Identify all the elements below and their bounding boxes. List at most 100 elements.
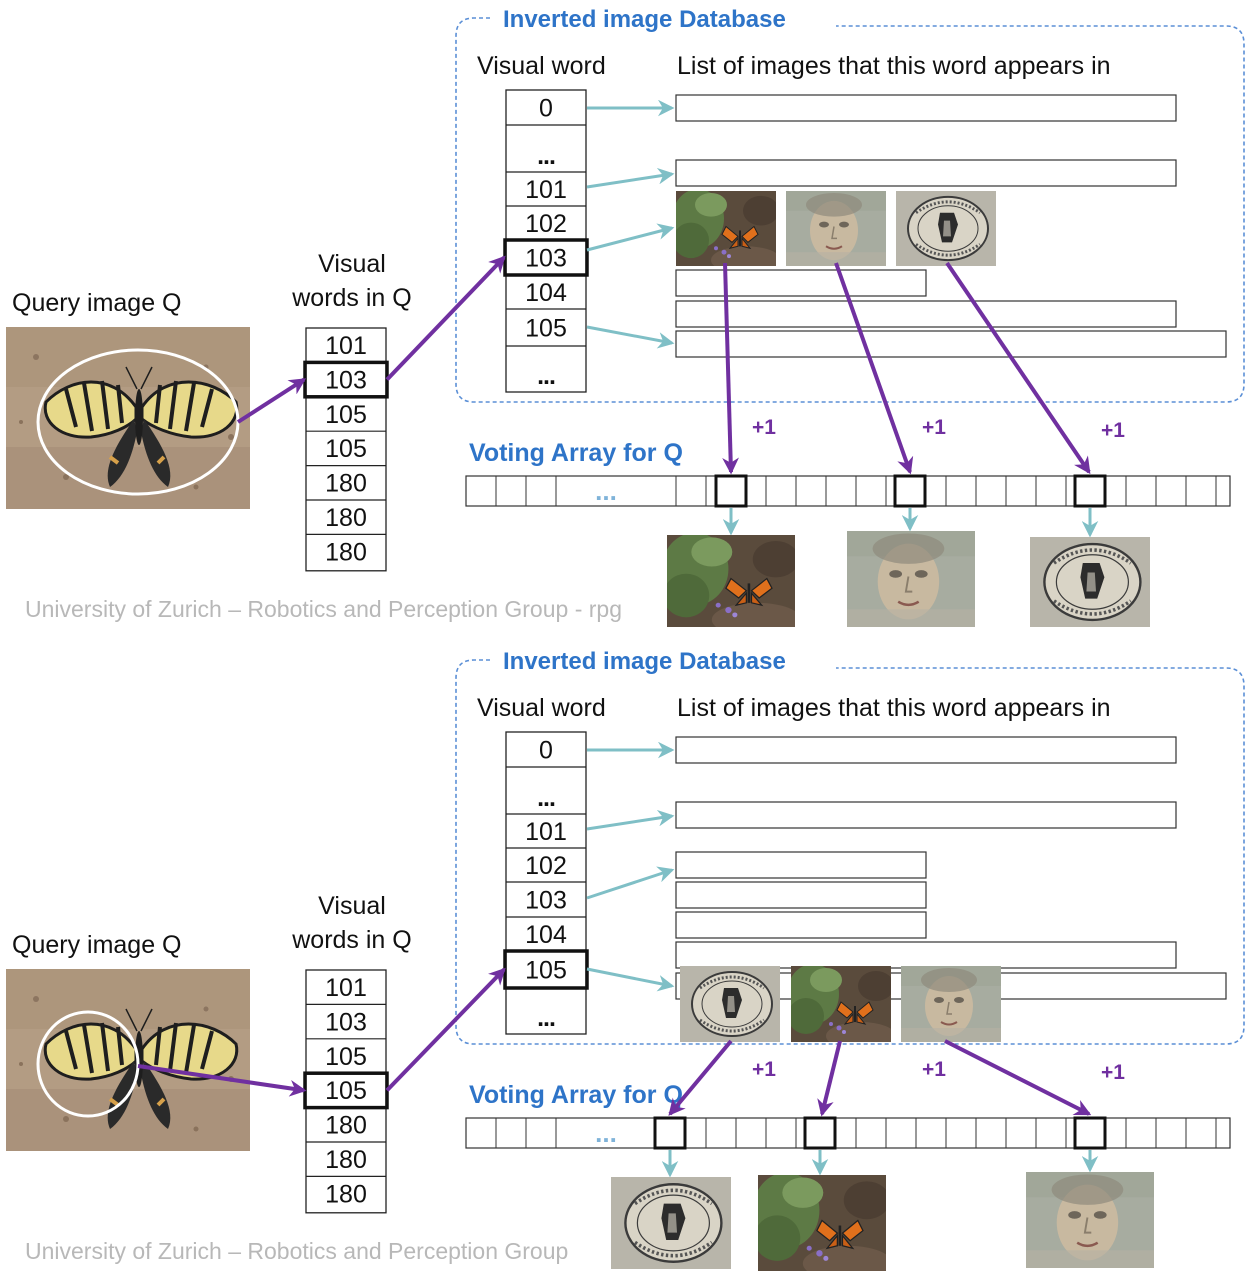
db-word-cell: 103	[525, 245, 567, 273]
voting-array	[465, 475, 1231, 507]
face-thumbnail	[901, 966, 1001, 1042]
image-list-column-header: List of images that this word appears in	[677, 52, 1111, 80]
query-word-cell: 103	[325, 1008, 367, 1036]
word-to-list-arrow	[586, 325, 675, 349]
visual-word-column-header: Visual word	[477, 52, 606, 80]
voting-cell-highlight	[1073, 1116, 1107, 1150]
db-word-cell: 102	[525, 210, 567, 238]
query-word-cell: 180	[325, 538, 367, 566]
word-to-db-arrow	[385, 255, 506, 381]
visual-words-label-line1: Visual	[318, 892, 386, 920]
db-word-cell: 104	[525, 921, 567, 949]
voting-cell-highlight	[653, 1116, 687, 1150]
db-word-cell: 0	[539, 95, 553, 123]
plus-one-label: +1	[922, 416, 946, 439]
vote-arrow	[834, 262, 914, 475]
db-word-cell: ...	[537, 1004, 555, 1032]
butterfly-result-image	[667, 535, 795, 627]
visual-words-label-line2: words in Q	[291, 284, 411, 312]
db-word-cell: 102	[525, 852, 567, 880]
vote-arrow	[668, 1039, 733, 1116]
query-word-cell: 180	[325, 1180, 367, 1208]
word-to-list-arrow	[586, 866, 675, 900]
footer-text: University of Zurich – Robotics and Perc…	[25, 596, 622, 622]
voting-array-ellipsis: ...	[595, 1118, 617, 1148]
vote-arrow	[944, 1039, 1092, 1116]
image-list-bar	[675, 881, 927, 909]
seal-result-image	[611, 1177, 731, 1269]
image-list-bar	[675, 851, 927, 879]
image-list-bar	[675, 801, 1177, 829]
inverted-db-border	[455, 659, 1245, 1045]
voting-array	[465, 1117, 1231, 1149]
image-list-bar	[675, 941, 1177, 969]
image-list-bar	[675, 736, 1177, 764]
image-list-bar	[675, 159, 1177, 187]
query-image-label: Query image Q	[12, 289, 182, 317]
image-list-bar	[675, 911, 927, 939]
query-word-cell: 101	[325, 332, 367, 360]
word-to-list-arrow	[586, 223, 675, 252]
query-word-cell: 105	[325, 435, 367, 463]
db-word-cell: ...	[537, 362, 555, 390]
image-list-bar	[675, 330, 1227, 358]
plus-one-label: +1	[752, 416, 776, 439]
query-word-cell: 103	[325, 366, 367, 394]
db-word-cell: 104	[525, 279, 567, 307]
vote-arrow	[945, 261, 1091, 475]
query-words-column	[305, 327, 387, 572]
word-to-list-arrow	[586, 967, 675, 992]
butterfly-thumbnail	[791, 966, 891, 1042]
db-word-cell: ...	[537, 142, 555, 170]
butterfly-thumbnail	[676, 191, 776, 266]
plus-one-label: +1	[1101, 419, 1125, 442]
inverted-db-border	[455, 17, 1245, 403]
voting-array-ellipsis: ...	[595, 476, 617, 506]
voting-array-title: Voting Array for Q	[469, 439, 683, 467]
db-word-cell: 101	[525, 818, 567, 846]
word-to-list-arrow	[586, 809, 675, 831]
query-word-cell: 180	[325, 504, 367, 532]
seal-thumbnail	[680, 966, 780, 1042]
face-result-image	[1026, 1172, 1154, 1268]
visual-words-label-line1: Visual	[318, 250, 386, 278]
inverted-db-title: Inverted image Database	[503, 648, 786, 675]
db-word-cell: 105	[525, 957, 567, 985]
footer-text: University of Zurich – Robotics and Perc…	[25, 1238, 568, 1264]
image-list-bar	[675, 269, 927, 297]
seal-result-image	[1030, 537, 1150, 627]
query-to-word-arrow	[236, 377, 307, 424]
image-list-column-header: List of images that this word appears in	[677, 694, 1111, 722]
visual-words-label-line2: words in Q	[291, 926, 411, 954]
voting-cell-highlight	[893, 474, 927, 508]
query-word-cell: 180	[325, 1146, 367, 1174]
db-word-cell: 103	[525, 887, 567, 915]
query-word-cell: 105	[325, 1077, 367, 1105]
query-word-cell: 105	[325, 1043, 367, 1071]
voting-cell-highlight	[1073, 474, 1107, 508]
db-words-column	[505, 731, 587, 1035]
inverted-db-title: Inverted image Database	[503, 6, 786, 33]
query-region-ellipse	[36, 1010, 140, 1118]
query-to-word-arrow	[137, 1064, 307, 1097]
query-image	[6, 969, 250, 1151]
panel-2: Query image Q Visual words in Q 101 103 105 10…	[6, 648, 1245, 1271]
query-image-label: Query image Q	[12, 931, 182, 959]
plus-one-label: +1	[922, 1058, 946, 1081]
word-to-list-arrow	[586, 167, 675, 189]
voting-array-title: Voting Array for Q	[469, 1081, 683, 1109]
seal-thumbnail	[896, 191, 996, 266]
vote-arrow	[817, 1040, 842, 1117]
vote-arrow	[722, 262, 739, 475]
db-word-cell: 105	[525, 315, 567, 343]
plus-one-label: +1	[752, 1058, 776, 1081]
word-to-db-arrow	[385, 967, 506, 1092]
voting-cell-highlight	[714, 474, 748, 508]
image-list-bar	[675, 94, 1177, 122]
voting-cell-highlight	[803, 1116, 837, 1150]
face-result-image	[847, 531, 975, 627]
panel-1: Query image Q Visual words in Q 101 103 105 10…	[6, 6, 1245, 627]
image-list-bar	[675, 300, 1177, 328]
query-word-cell: 105	[325, 401, 367, 429]
